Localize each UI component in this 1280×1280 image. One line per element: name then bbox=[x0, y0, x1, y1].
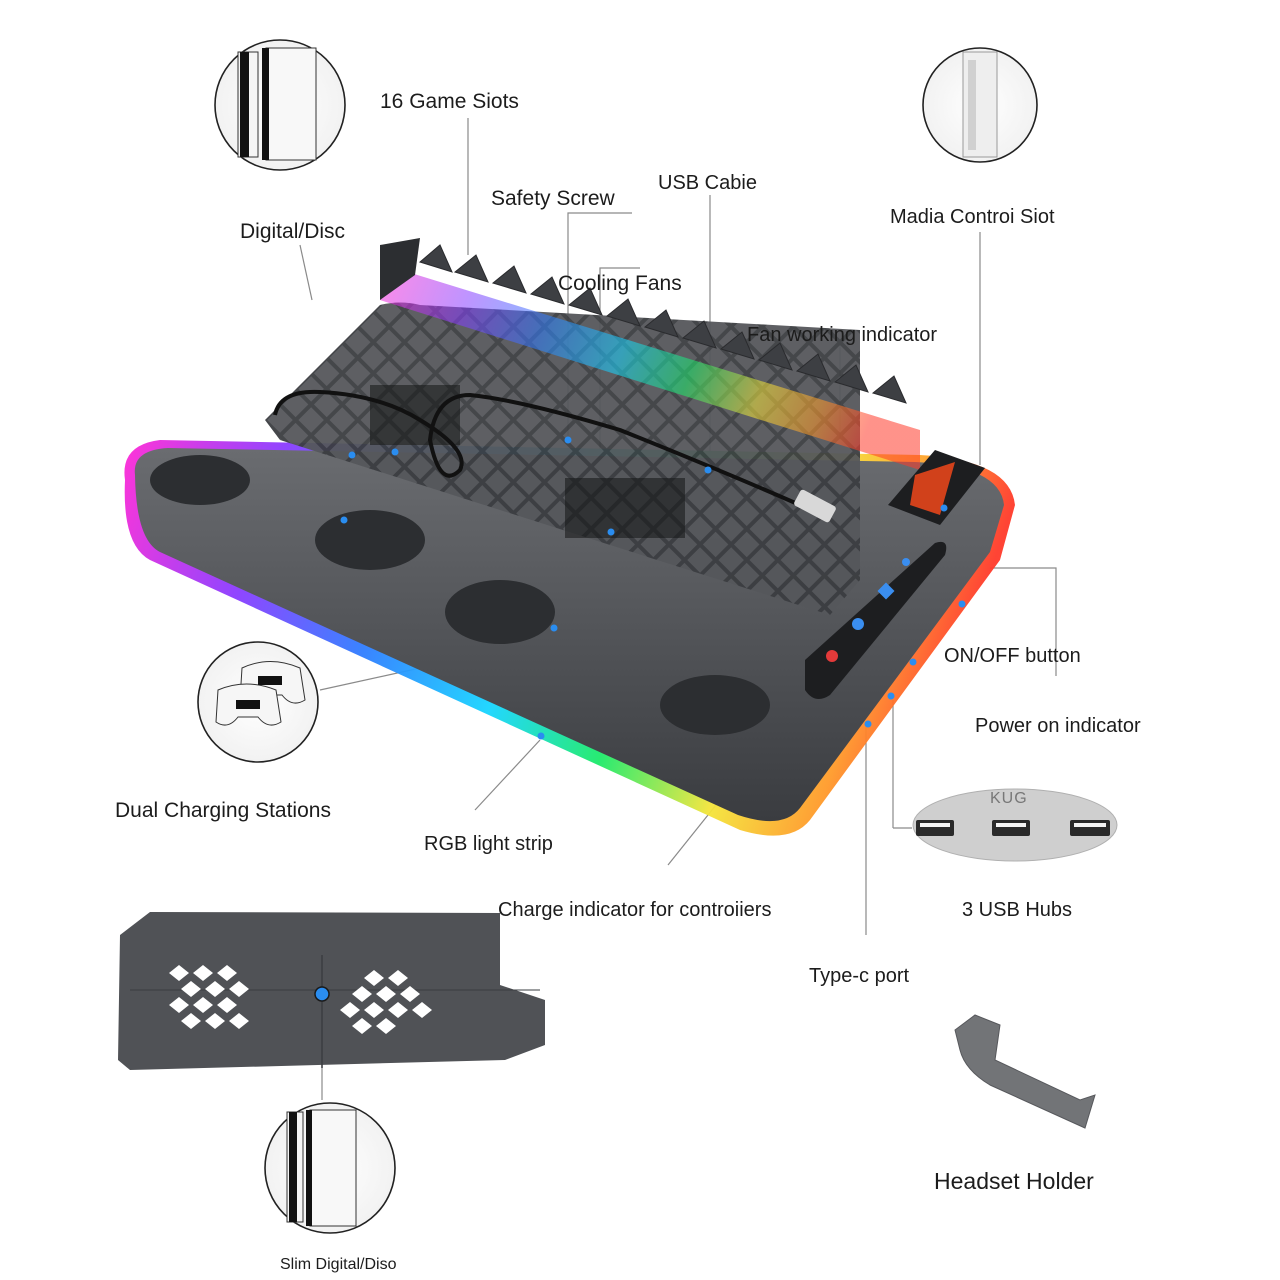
console-thumbnail-icon bbox=[264, 1102, 396, 1234]
slim-plate bbox=[118, 912, 545, 1070]
type-c-port-label: Type-c port bbox=[809, 965, 910, 987]
usb-port-icon bbox=[916, 820, 1110, 836]
game-slots-label: 16 Game Siots bbox=[380, 90, 519, 113]
slim-digital-label: Slim Digital/Diso bbox=[280, 1256, 397, 1273]
usb-hub-callout bbox=[912, 788, 1118, 862]
headset-holder-icon bbox=[954, 1014, 1096, 1129]
rgb-strip-label: RGB light strip bbox=[424, 833, 553, 855]
headset-holder-label: Headset Holder bbox=[934, 1168, 1094, 1194]
media-control-slot-label: Madia Controi Siot bbox=[890, 206, 1055, 228]
power-indicator-label: Power on indicator bbox=[975, 715, 1141, 737]
fan-indicator-label: Fan working indicator bbox=[747, 324, 938, 346]
dual-charging-label: Dual Charging Stations bbox=[115, 799, 331, 822]
console-thumbnail-icon bbox=[214, 39, 346, 171]
usb-cable-label: USB Cabie bbox=[658, 172, 757, 194]
cooling-fans-label: Cooling Fans bbox=[558, 272, 682, 295]
safety-screw-label: Safety Screw bbox=[491, 187, 615, 210]
on-off-button-label: ON/OFF button bbox=[944, 645, 1081, 667]
media-remote-thumbnail-icon bbox=[922, 47, 1038, 163]
usb-hubs-label: 3 USB Hubs bbox=[962, 899, 1073, 921]
charging-stand bbox=[124, 238, 1015, 836]
controllers-thumbnail-icon bbox=[197, 641, 319, 763]
hub-print-text: KUG bbox=[990, 790, 1028, 807]
digital-disc-label: Digital/Disc bbox=[240, 220, 346, 243]
charge-indicator-label: Charge indicator for controiiers bbox=[498, 899, 772, 921]
